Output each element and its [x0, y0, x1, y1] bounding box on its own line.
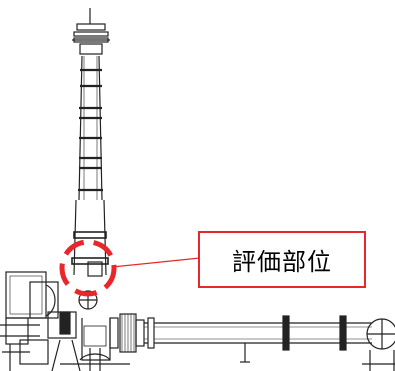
evaluation-area-callout: 評価部位	[198, 231, 366, 288]
evaluation-area-highlight	[59, 239, 117, 297]
left-housing	[0, 271, 130, 371]
callout-leader-line	[111, 257, 201, 268]
horizontal-pipe	[109, 313, 395, 371]
callout-label: 評価部位	[232, 248, 332, 276]
vertical-stack	[71, 8, 110, 310]
